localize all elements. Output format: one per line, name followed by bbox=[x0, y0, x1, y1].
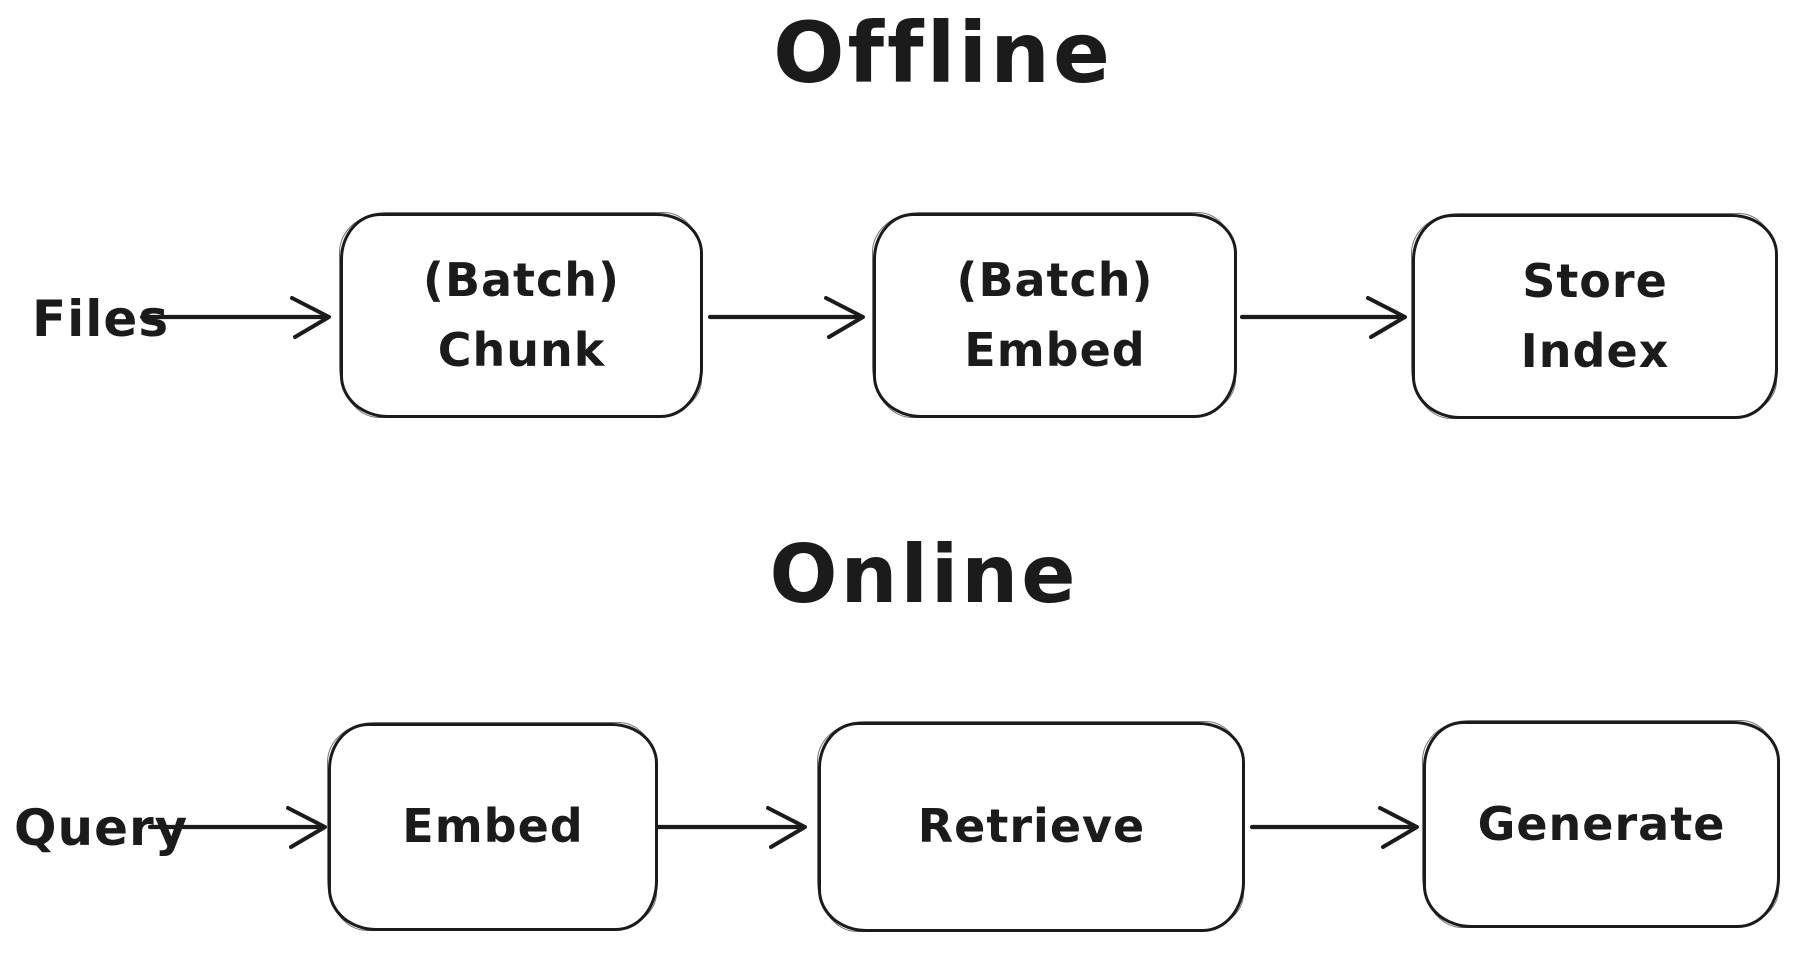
node-label-line: (Batch) bbox=[956, 252, 1154, 307]
node-label-line: Generate bbox=[1477, 796, 1726, 851]
arrow-right-icon bbox=[654, 806, 807, 849]
node-batch-chunk: (Batch) Chunk bbox=[339, 212, 703, 418]
arrow-right-icon bbox=[1239, 296, 1407, 339]
node-label-line: Embed bbox=[402, 799, 584, 854]
node-embed: Embed bbox=[327, 722, 658, 931]
offline-section-title: Offline bbox=[773, 4, 1113, 102]
node-label-line: (Batch) bbox=[422, 252, 621, 307]
online-section-title: Online bbox=[769, 528, 1079, 621]
arrow-right-icon bbox=[147, 806, 327, 849]
node-label-line: Retrieve bbox=[917, 799, 1146, 854]
arrow-right-icon bbox=[139, 296, 331, 339]
node-label-line: Store bbox=[1522, 253, 1668, 308]
arrow-right-icon bbox=[707, 296, 865, 339]
node-label-line: Embed bbox=[964, 322, 1146, 377]
node-generate: Generate bbox=[1422, 720, 1780, 928]
node-label-line: Index bbox=[1520, 323, 1670, 378]
node-label-line: Chunk bbox=[437, 322, 606, 377]
arrow-right-icon bbox=[1249, 806, 1419, 849]
node-retrieve: Retrieve bbox=[817, 721, 1245, 932]
node-store-index: Store Index bbox=[1411, 213, 1778, 419]
node-batch-embed: (Batch) Embed bbox=[872, 212, 1237, 418]
